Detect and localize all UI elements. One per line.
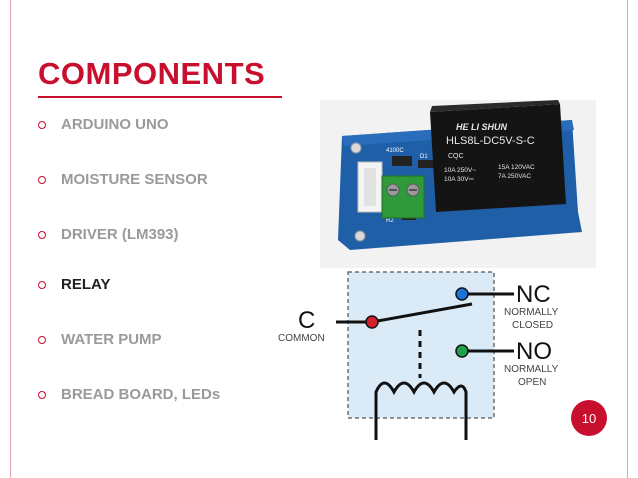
bullet-label: DRIVER (LM393) (61, 226, 179, 243)
switch-arm (371, 302, 473, 324)
bullet-label: MOISTURE SENSOR (61, 171, 208, 188)
relay-cert: CQC (448, 153, 464, 160)
bullet-circle-icon (38, 175, 46, 184)
relay-schematic: NC NORMALLY CLOSED NO NORMALLY OPEN C CO… (278, 271, 559, 440)
relay-body (430, 104, 566, 212)
bullet-relay: RELAY (38, 276, 110, 293)
relay-rating: 15A 120VAC (498, 164, 535, 171)
mount-hole-icon (354, 230, 366, 242)
bullet-bread-board: BREAD BOARD, LEDs (38, 386, 220, 403)
pcb-label: 4100C (386, 148, 404, 154)
relay-brand: HE LI SHUN (456, 122, 508, 132)
bullet-label: ARDUINO UNO (61, 116, 169, 133)
relay-module-image: 4100C D1 D3 R2 HE LI SHUN HLS8L-DC5V-S-C… (320, 100, 596, 268)
slide-right-border (627, 0, 628, 478)
screw-terminal (381, 175, 425, 219)
bullet-circle-icon (38, 335, 46, 344)
connector-pins (364, 168, 376, 206)
resistor-component (418, 160, 434, 168)
bullet-circle-icon (38, 120, 46, 129)
mount-hole-icon (350, 142, 362, 154)
bullet-circle-icon (38, 390, 46, 399)
slide-left-border (10, 0, 11, 478)
no-label: NO (516, 338, 552, 365)
relay-model: HLS8L-DC5V-S-C (446, 135, 535, 147)
relay-rating: 10A 30V⎓ (444, 176, 474, 183)
bullet-label: WATER PUMP (61, 331, 162, 348)
bullet-label: RELAY (61, 276, 111, 293)
c-caption: COMMON (278, 333, 325, 344)
no-caption: OPEN (518, 377, 546, 388)
bullet-moisture-sensor: MOISTURE SENSOR (38, 171, 208, 188)
bullet-circle-icon (38, 230, 46, 239)
no-caption: NORMALLY (504, 364, 559, 375)
title-underline (38, 96, 282, 98)
pcb-label: D1 (420, 154, 428, 160)
bullet-water-pump: WATER PUMP (38, 331, 162, 348)
common-contact-dot (365, 315, 379, 329)
page-number-badge: 10 (571, 400, 607, 436)
bullet-arduino-uno: ARDUINO UNO (38, 116, 169, 133)
nc-label: NC (516, 281, 551, 308)
bullet-circle-icon (38, 280, 46, 289)
bullet-label: BREAD BOARD, LEDs (61, 386, 221, 403)
nc-caption: CLOSED (512, 320, 553, 331)
bullet-driver: DRIVER (LM393) (38, 226, 179, 243)
nc-caption: NORMALLY (504, 307, 559, 318)
pcb-label: R2 (386, 218, 394, 224)
nc-contact-dot (455, 287, 469, 301)
relay-rating: 10A 250V~ (444, 167, 476, 174)
diode-component (392, 156, 412, 166)
relay-rating: 7A 250VAC (498, 173, 531, 180)
c-label: C (298, 307, 315, 334)
coil-icon (374, 381, 468, 440)
slide-title: COMPONENTS (38, 56, 266, 91)
no-contact-dot (455, 344, 469, 358)
